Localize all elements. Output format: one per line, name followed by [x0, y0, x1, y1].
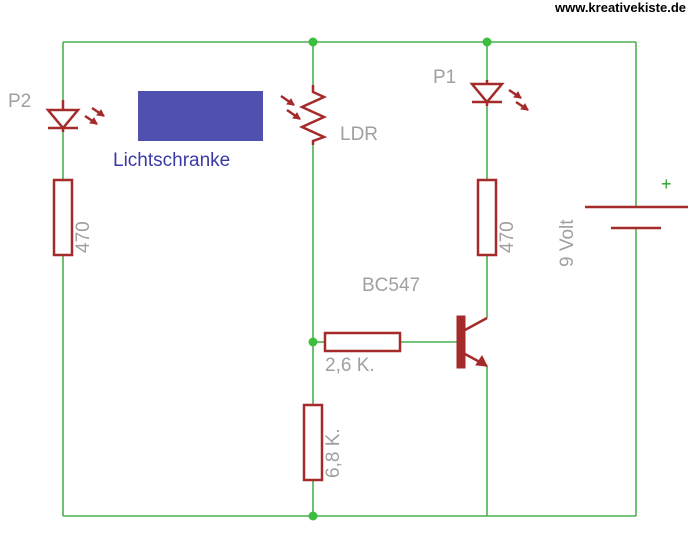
- battery: + 9 Volt: [557, 174, 688, 267]
- junction-top-p1: [482, 37, 492, 47]
- resistor-right: 470: [476, 178, 518, 257]
- battery-plus-sign: +: [661, 174, 672, 194]
- junction-nodes: [308, 37, 492, 521]
- led-p2-label: P2: [8, 91, 31, 112]
- resistor-base-body: [323, 331, 402, 353]
- ldr-label: LDR: [340, 124, 378, 145]
- resistor-left: 470: [52, 178, 94, 257]
- light-barrier-label: Lichtschranke: [113, 150, 230, 171]
- transistor-bc547: BC547: [362, 275, 488, 369]
- transistor-emitter-arrow: [475, 355, 488, 367]
- light-barrier: Lichtschranke: [113, 91, 263, 171]
- led-p2: P2: [8, 91, 105, 132]
- resistor-bottom-value: 6,8 K.: [323, 428, 344, 478]
- wires: [62, 41, 637, 517]
- resistor-bottom-body: [302, 403, 324, 482]
- resistor-base: 2,6 K.: [323, 331, 402, 376]
- resistor-right-body: [476, 178, 498, 257]
- led-p1-label: P1: [433, 67, 456, 88]
- resistor-left-body: [52, 178, 74, 257]
- junction-top-ldr: [308, 37, 318, 47]
- junction-bottom: [308, 511, 318, 521]
- light-barrier-block: [138, 91, 263, 141]
- ldr-zigzag: [298, 85, 328, 145]
- watermark-text: www.kreativekiste.de: [554, 0, 686, 15]
- battery-label: 9 Volt: [557, 219, 578, 267]
- ldr: LDR: [280, 85, 378, 145]
- transistor-base-bar: [456, 315, 466, 369]
- resistor-left-value: 470: [73, 221, 94, 253]
- led-p1-triangle: [469, 82, 505, 104]
- resistor-base-value: 2,6 K.: [325, 355, 375, 376]
- resistor-bottom: 6,8 K.: [302, 403, 344, 482]
- resistor-right-value: 470: [497, 221, 518, 253]
- transistor-label: BC547: [362, 275, 420, 296]
- junction-base: [308, 337, 318, 347]
- led-p2-triangle: [45, 108, 81, 130]
- transistor-collector: [464, 316, 488, 332]
- led-p1: P1: [433, 67, 529, 112]
